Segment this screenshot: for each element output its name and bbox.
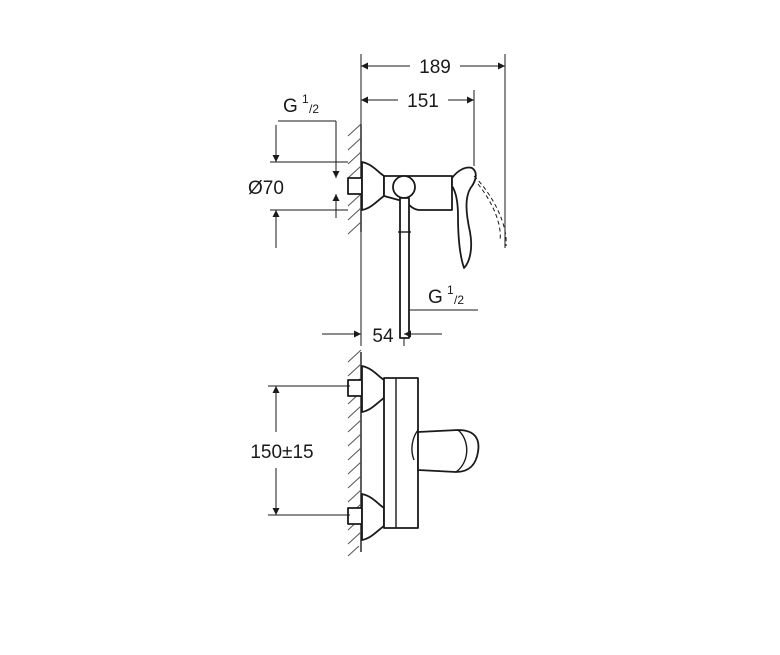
outlet-pipe	[399, 197, 410, 339]
escutcheon	[361, 161, 385, 211]
mixer-body-front	[383, 377, 419, 529]
body-joint	[392, 175, 416, 199]
dimension-total-depth: 189	[360, 54, 506, 248]
lever-handle	[451, 166, 477, 269]
thread-bottom-g: G	[428, 287, 443, 308]
dimension-54-label: 54	[372, 326, 394, 347]
dimension-diameter-label: Ø70	[248, 178, 284, 199]
dimension-151-label: 151	[407, 91, 439, 112]
dimension-center-distance: 150±15	[247, 385, 350, 516]
lever-swing-arc	[473, 175, 507, 247]
dimension-diameter: Ø70	[248, 121, 348, 248]
dimension-offset: 54	[322, 232, 442, 347]
dimension-150-label: 150±15	[250, 442, 313, 463]
lower-inlet-stub	[347, 507, 363, 525]
lever-swing-arc-inner	[477, 183, 501, 241]
upper-inlet-stub	[347, 379, 363, 397]
thread-bottom-numerator: 1	[447, 283, 454, 297]
thread-top-numerator: 1	[302, 92, 309, 106]
dimension-handle-depth: 151	[361, 90, 475, 166]
upper-escutcheon	[361, 365, 385, 413]
lower-escutcheon	[361, 493, 385, 541]
thread-top-g: G	[283, 96, 298, 117]
side-view: 189 151 G 1 /2 Ø70	[248, 54, 507, 347]
thread-bottom-denominator: /2	[454, 293, 464, 307]
thread-top-label: G 1 /2	[278, 92, 336, 122]
front-view: 150±15	[247, 349, 480, 557]
thread-bottom-label: G 1 /2	[409, 283, 478, 311]
inlet-stub	[347, 177, 363, 195]
dimension-189-label: 189	[419, 57, 451, 78]
handle-knob	[417, 429, 480, 473]
thread-top-denominator: /2	[309, 102, 319, 116]
